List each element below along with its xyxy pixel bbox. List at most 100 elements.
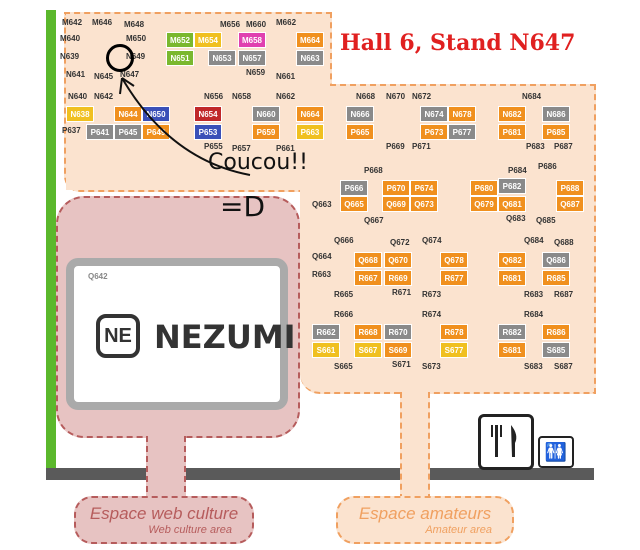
booth-q683[interactable]: Q683 [506,214,526,223]
booth-m646[interactable]: M646 [92,18,113,27]
booth-n660[interactable]: N660 [252,106,280,122]
booth-p661[interactable]: P661 [276,144,295,153]
booth-r681[interactable]: R681 [498,270,526,286]
booth-q688[interactable]: Q688 [554,238,574,247]
booth-n670[interactable]: N670 [386,92,406,101]
booth-q665[interactable]: Q665 [340,196,368,212]
booth-p670[interactable]: P670 [382,180,410,196]
booth-m650[interactable]: M650 [126,34,147,43]
booth-r662[interactable]: R662 [312,324,340,340]
booth-p687[interactable]: P687 [554,142,573,151]
booth-r663[interactable]: R663 [312,270,332,279]
booth-n668[interactable]: N668 [356,92,376,101]
booth-p637[interactable]: P637 [62,126,81,135]
booth-n647[interactable]: N647 [120,70,140,79]
booth-q663[interactable]: Q663 [312,200,332,209]
booth-n640[interactable]: N640 [68,92,88,101]
booth-n686[interactable]: N686 [542,106,570,122]
booth-r678[interactable]: R678 [440,324,468,340]
booth-n649[interactable]: N649 [126,52,146,61]
booth-m642[interactable]: M642 [62,18,83,27]
booth-n682[interactable]: N682 [498,106,526,122]
booth-r673[interactable]: R673 [422,290,442,299]
booth-p681[interactable]: P681 [498,124,526,140]
booth-p655[interactable]: P655 [204,142,223,151]
booth-p663[interactable]: P663 [296,124,324,140]
booth-q686[interactable]: Q686 [542,252,570,268]
booth-p665[interactable]: P665 [346,124,374,140]
booth-q678[interactable]: Q678 [440,252,468,268]
booth-p666[interactable]: P666 [340,180,368,196]
booth-m660[interactable]: M660 [246,20,267,29]
booth-m656[interactable]: M656 [220,20,241,29]
booth-s669[interactable]: S669 [384,342,412,358]
booth-q670[interactable]: Q670 [384,252,412,268]
booth-n664[interactable]: N664 [296,106,324,122]
booth-m664[interactable]: M664 [296,32,324,48]
booth-q669[interactable]: Q669 [382,196,410,212]
booth-n645[interactable]: N645 [94,72,114,81]
booth-r666[interactable]: R666 [334,310,354,319]
booth-p685[interactable]: P685 [542,124,570,140]
booth-s687[interactable]: S687 [554,362,573,371]
booth-r668[interactable]: R668 [354,324,382,340]
booth-r677[interactable]: R677 [440,270,468,286]
booth-r669[interactable]: R669 [384,270,412,286]
booth-q664[interactable]: Q664 [312,252,332,261]
booth-p673[interactable]: P673 [420,124,448,140]
booth-q682[interactable]: Q682 [498,252,526,268]
booth-p641[interactable]: P641 [86,124,114,140]
booth-n638[interactable]: N638 [66,106,94,122]
booth-p671[interactable]: P671 [412,142,431,151]
booth-q668[interactable]: Q668 [354,252,382,268]
booth-r687[interactable]: R687 [554,290,574,299]
booth-r671[interactable]: R671 [392,288,412,297]
booth-r684[interactable]: R684 [524,310,544,319]
booth-q673[interactable]: Q673 [410,196,438,212]
booth-n657[interactable]: N657 [238,50,266,66]
booth-n659[interactable]: N659 [246,68,266,77]
booth-n658[interactable]: N658 [232,92,252,101]
booth-s667[interactable]: S667 [354,342,382,358]
booth-r685[interactable]: R685 [542,270,570,286]
booth-n663[interactable]: N663 [296,50,324,66]
booth-p669[interactable]: P669 [386,142,405,151]
booth-q672[interactable]: Q672 [390,238,410,247]
booth-n674[interactable]: N674 [420,106,448,122]
booth-p677[interactable]: P677 [448,124,476,140]
booth-n653[interactable]: N653 [208,50,236,66]
booth-r665[interactable]: R665 [334,290,354,299]
booth-m640[interactable]: M640 [60,34,81,43]
booth-p668[interactable]: P668 [364,166,383,175]
booth-q685[interactable]: Q685 [536,216,556,225]
booth-p653[interactable]: P653 [194,124,222,140]
booth-s683[interactable]: S683 [524,362,543,371]
booth-p683[interactable]: P683 [526,142,545,151]
booth-n641[interactable]: N641 [66,70,86,79]
booth-n684[interactable]: N684 [522,92,542,101]
booth-n639[interactable]: N639 [60,52,80,61]
booth-m648[interactable]: M648 [124,20,145,29]
booth-n666[interactable]: N666 [346,106,374,122]
booth-p674[interactable]: P674 [410,180,438,196]
booth-q667[interactable]: Q667 [364,216,384,225]
nezumi-stand[interactable]: Q642 NE NEZUMI [66,258,296,410]
booth-s665[interactable]: S665 [334,362,353,371]
booth-p680[interactable]: P680 [470,180,498,196]
booth-r667[interactable]: R667 [354,270,382,286]
booth-n656[interactable]: N656 [204,92,224,101]
booth-s671[interactable]: S671 [392,360,411,369]
booth-n678[interactable]: N678 [448,106,476,122]
booth-r682[interactable]: R682 [498,324,526,340]
booth-q681[interactable]: Q681 [498,196,526,212]
booth-q679[interactable]: Q679 [470,196,498,212]
booth-p688[interactable]: P688 [556,180,584,196]
booth-n662[interactable]: N662 [276,92,296,101]
booth-p684[interactable]: P684 [508,166,527,175]
booth-r674[interactable]: R674 [422,310,442,319]
booth-n644[interactable]: N644 [114,106,142,122]
booth-n661[interactable]: N661 [276,72,296,81]
booth-p686[interactable]: P686 [538,162,557,171]
booth-s681[interactable]: S681 [498,342,526,358]
booth-n650[interactable]: N650 [142,106,170,122]
